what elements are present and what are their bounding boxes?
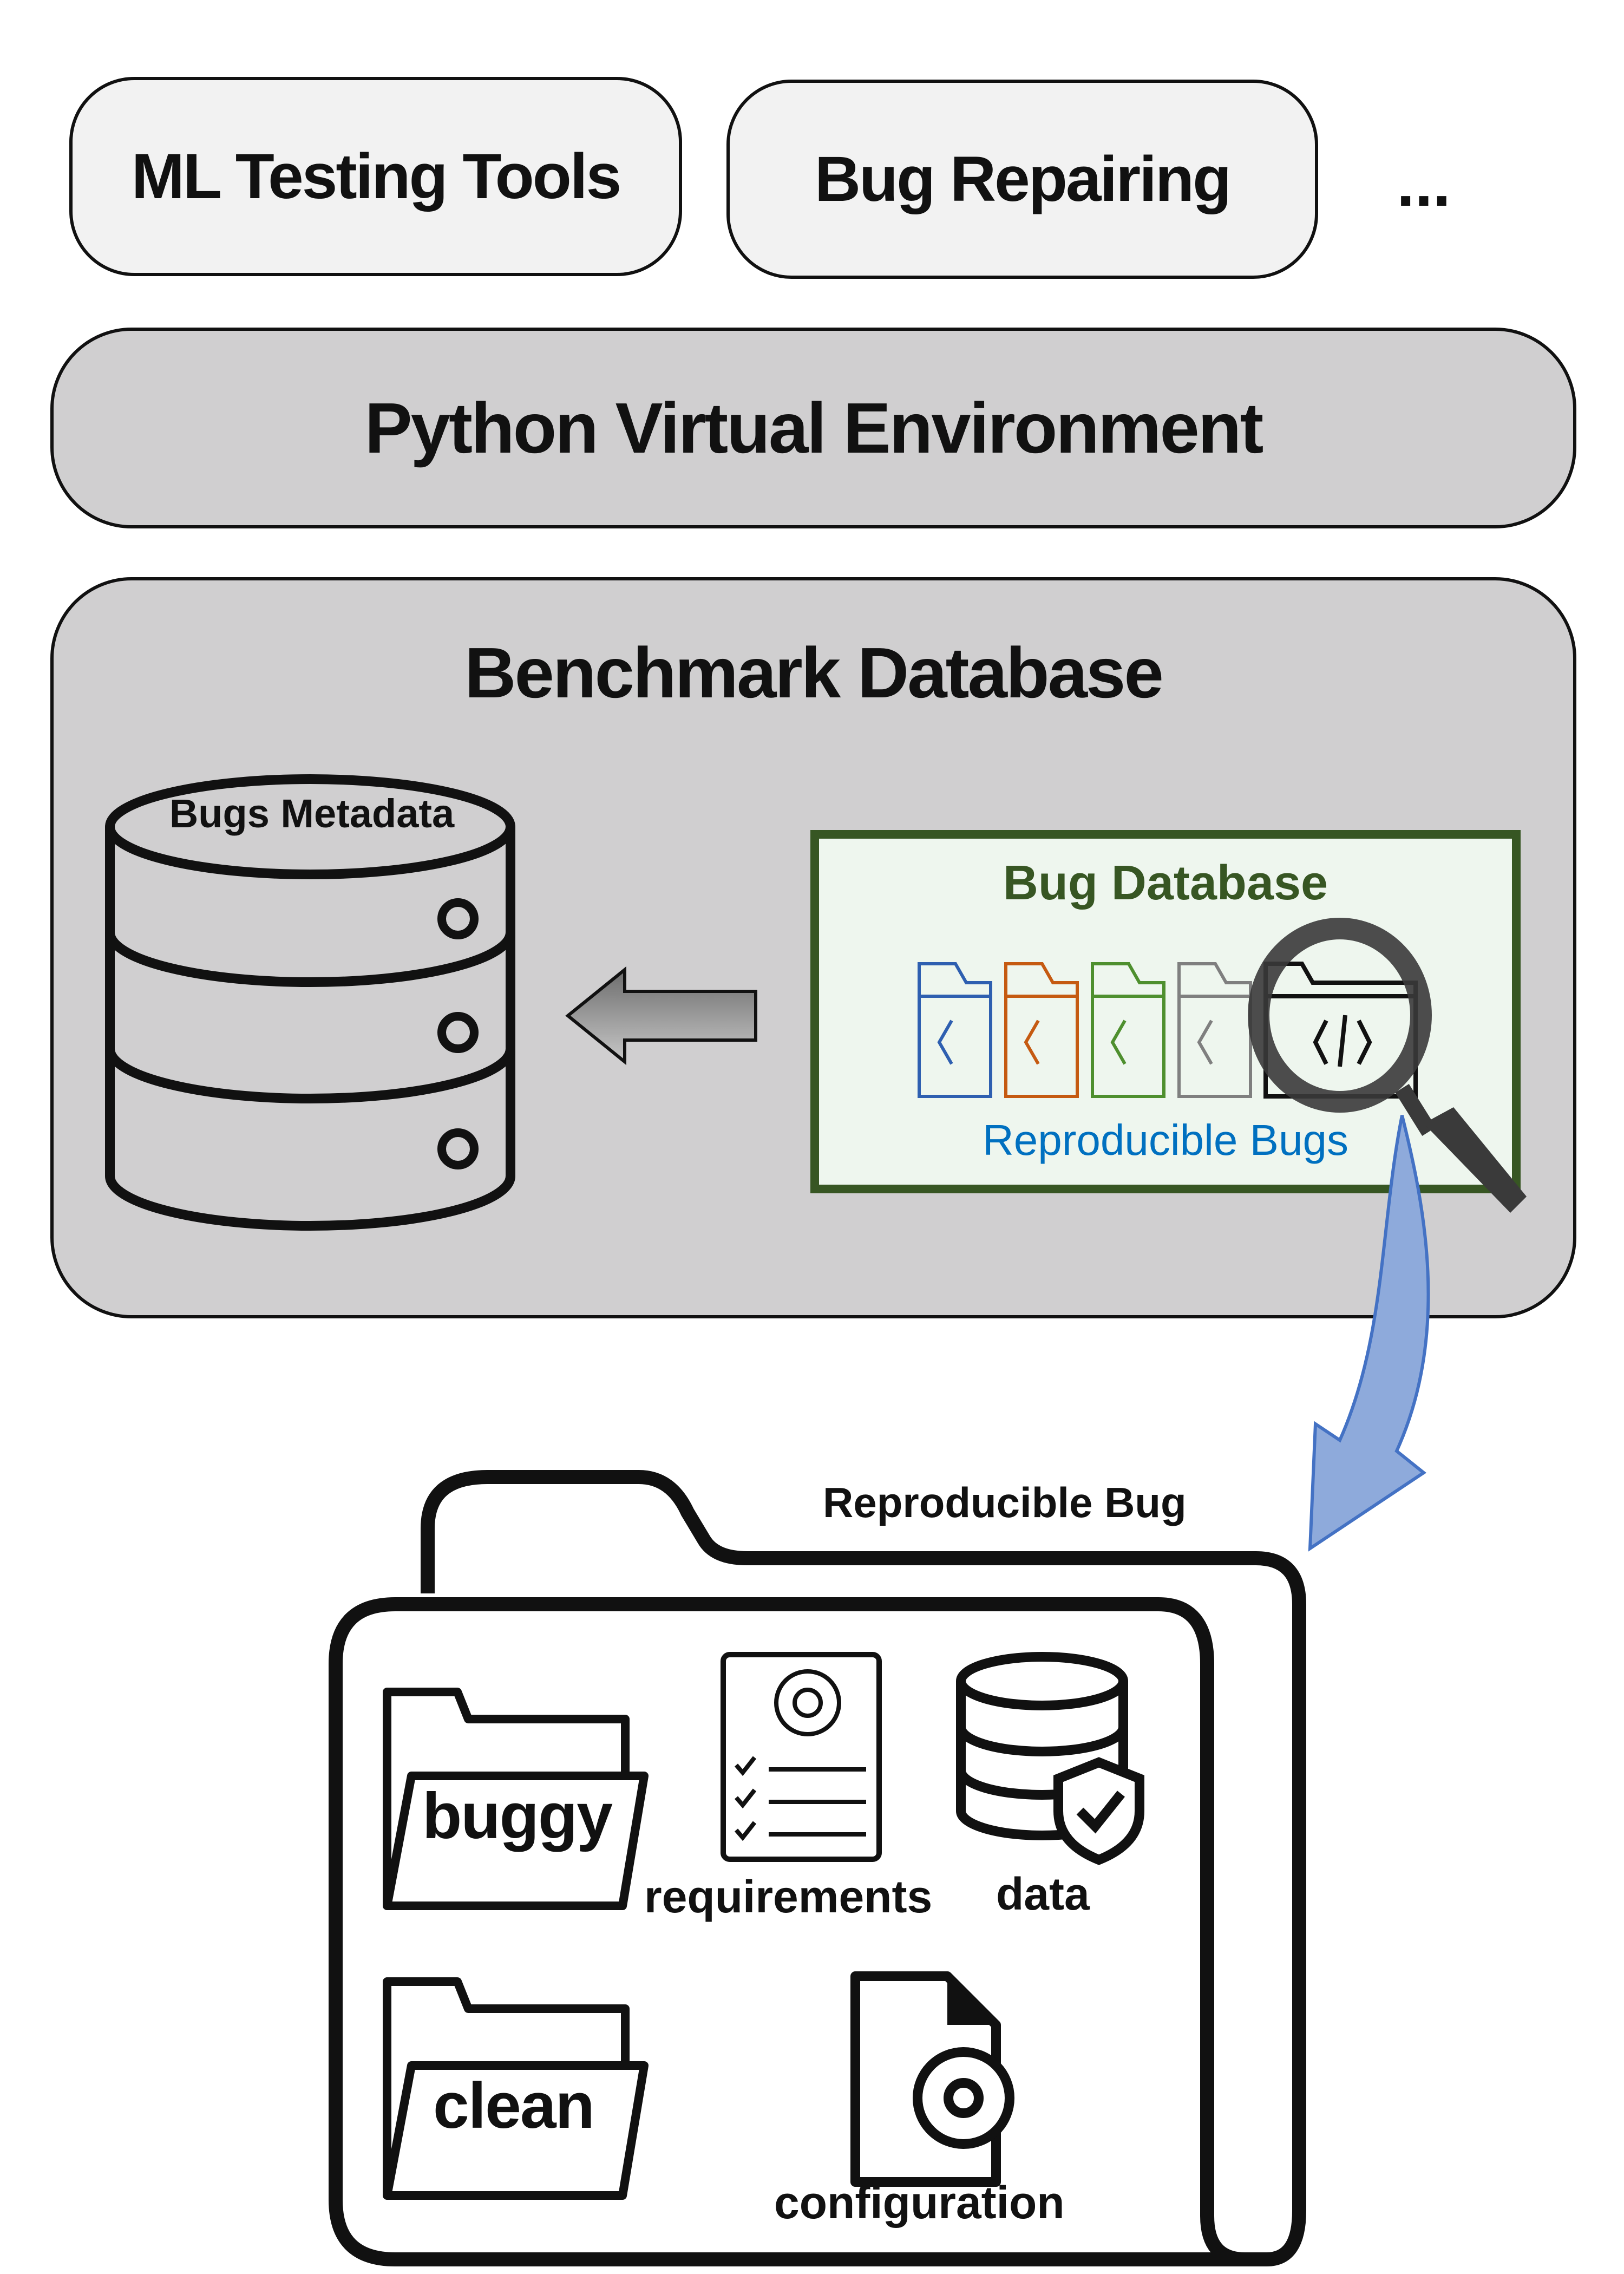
database-icon [105,774,515,1231]
python-virtual-environment-box: Python Virtual Environment [50,328,1576,528]
buggy-label: buggy [422,1780,613,1852]
reproducible-bugs-label: Reproducible Bugs [983,1116,1348,1164]
bug-folders [918,962,1418,1099]
database-shield-icon [956,1652,1144,1865]
code-folder-icon [1091,962,1165,1098]
code-folder-icon [1004,962,1079,1098]
ml-testing-tools-box: ML Testing Tools [69,77,682,276]
bugs-metadata-label: Bugs Metadata [169,791,455,836]
more-ellipsis: ... [1397,147,1451,220]
bug-database-title: Bug Database [1003,856,1328,910]
clean-folder-icon [383,1977,649,2200]
data-label: data [996,1868,1090,1919]
ml-testing-tools-label: ML Testing Tools [131,141,622,212]
magnifier-icon [1248,918,1527,1213]
clean-label: clean [433,2069,595,2142]
checklist-gear-icon [721,1652,882,1862]
code-folder-icon [918,962,992,1098]
arrow-left-icon [565,966,757,1066]
benchmark-database-title: Benchmark Database [464,633,1164,713]
requirements-label: requirements [644,1871,933,1922]
curved-arrow-icon [1308,1115,1430,1552]
bug-repairing-box: Bug Repairing [726,80,1318,279]
configuration-label: configuration [774,2177,1065,2228]
buggy-folder-icon [383,1688,649,1910]
code-folder-icon [1177,962,1252,1098]
bug-repairing-label: Bug Repairing [814,143,1232,215]
python-virtual-environment-label: Python Virtual Environment [364,388,1264,468]
reproducible-bug-title: Reproducible Bug [823,1479,1187,1526]
file-gear-icon [850,1971,1014,2187]
